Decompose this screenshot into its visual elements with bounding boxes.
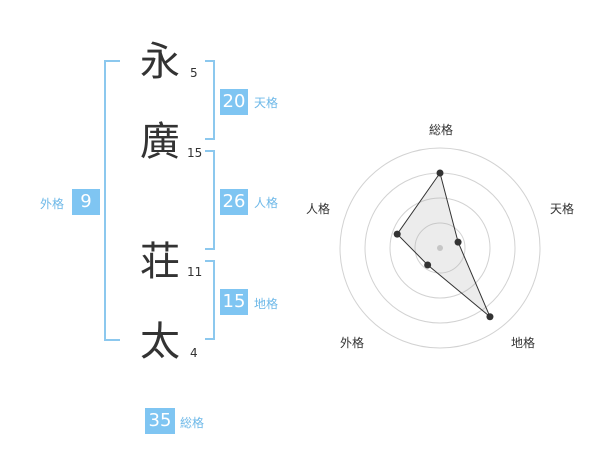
chikaku-value: 15 — [220, 289, 248, 315]
radar-ring — [339, 147, 541, 349]
tenkaku-label: 天格 — [254, 96, 279, 110]
radar-ring — [389, 197, 491, 299]
radar-axis-label-soukaku: 総格 — [429, 123, 454, 137]
name-char-2: 廣 — [140, 119, 180, 165]
radar-point-4 — [424, 261, 432, 269]
name-char-3: 荘 — [140, 239, 180, 285]
radar-point-2 — [454, 238, 462, 246]
jinkaku-label: 人格 — [254, 196, 279, 210]
radar-ring — [414, 222, 466, 274]
radar-point-5 — [393, 230, 401, 238]
chikaku-label: 地格 — [254, 297, 279, 311]
gaikaku-value: 9 — [72, 189, 100, 215]
stroke-count-1: 5 — [190, 66, 198, 80]
stroke-count-3: 11 — [187, 265, 203, 279]
radar-axis-label-gaikaku: 外格 — [340, 336, 365, 350]
jinkaku-value: 26 — [220, 189, 248, 215]
soukaku-label: 総格 — [180, 416, 205, 430]
radar-axis-label-jinkaku: 人格 — [306, 202, 331, 216]
radar-point-1 — [436, 169, 444, 177]
radar-axis-label-chikaku: 地格 — [511, 336, 536, 350]
radar-polygon — [396, 171, 491, 318]
radar-axis-label-tenkaku: 天格 — [550, 202, 575, 216]
stroke-count-4: 4 — [190, 346, 198, 360]
tenkaku-value: 20 — [220, 89, 248, 115]
name-char-1: 永 — [140, 39, 180, 85]
gaikaku-label: 外格 — [40, 197, 65, 211]
soukaku-value: 35 — [145, 408, 175, 434]
stroke-count-2: 15 — [187, 146, 203, 160]
radar-point-3 — [486, 313, 494, 321]
radar-center — [437, 245, 443, 251]
name-char-4: 太 — [140, 319, 180, 365]
